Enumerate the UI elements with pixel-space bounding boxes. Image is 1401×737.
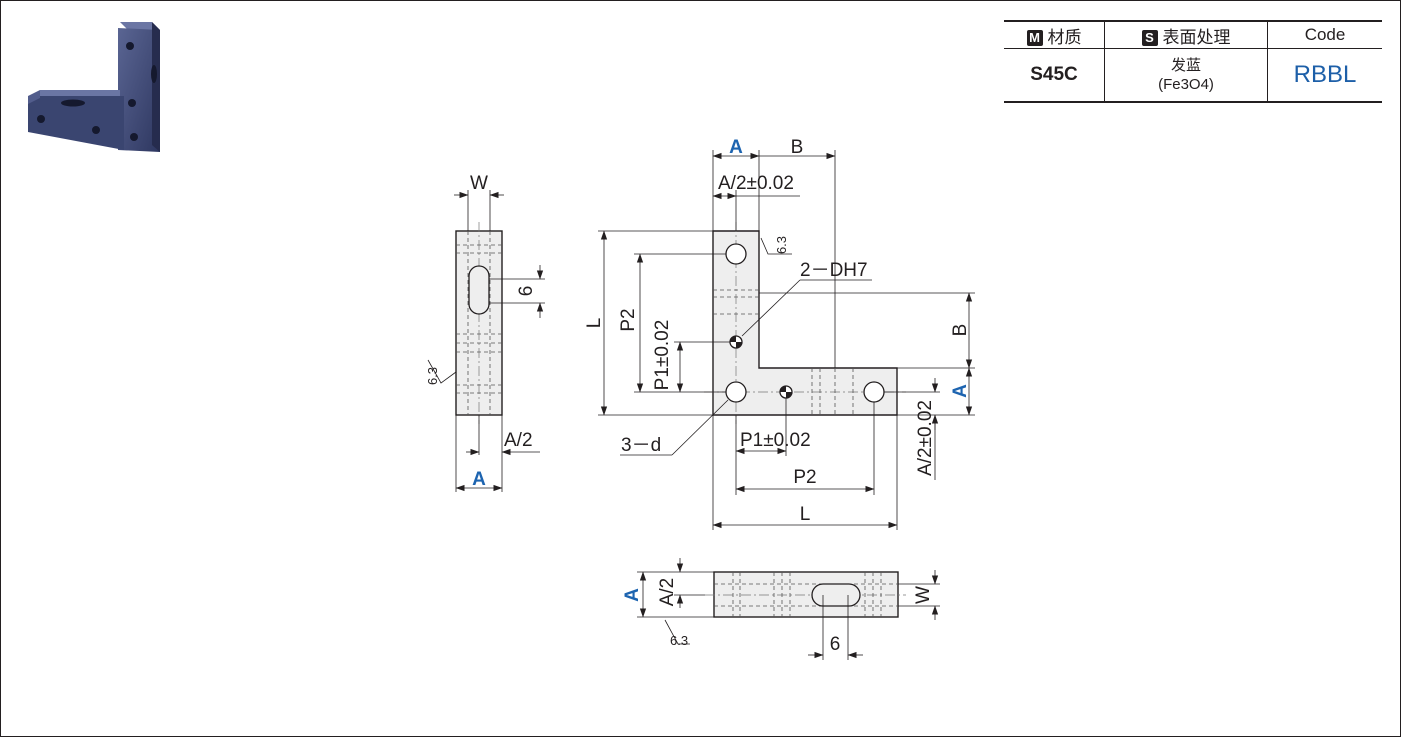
bottom-a-label: A (622, 588, 643, 602)
front-l-bottom: L (800, 504, 811, 525)
front-p1-bottom: P1±0.02 (740, 430, 811, 451)
material-tag-icon: M (1026, 29, 1043, 46)
front-view: A B A/2±0.02 6.3 2－DH7 L P2 P1±0.02 B (584, 137, 975, 530)
front-p1-vertical: P1±0.02 (652, 320, 673, 391)
front-a-half-tol-right: A/2±0.02 (915, 400, 936, 476)
surface-value: 发蓝 (Fe3O4) (1104, 48, 1268, 103)
front-b-label: B (791, 137, 804, 158)
bottom-a-half-label: A/2 (657, 578, 678, 607)
side-a-half-label: A/2 (504, 430, 533, 451)
side-a-label: A (472, 469, 486, 490)
bottom-roughness: 6.3 (670, 633, 688, 648)
front-l-vertical: L (584, 318, 605, 329)
through-holes-label: 3－d (621, 435, 661, 456)
dowel-hole-label: 2－DH7 (800, 260, 868, 281)
code-value: RBBL (1267, 48, 1382, 103)
front-a-label: A (729, 137, 743, 158)
side-w-label: W (470, 173, 488, 194)
header-code: Code (1267, 20, 1382, 49)
front-a-right: A (950, 384, 971, 398)
front-p2-bottom: P2 (793, 467, 816, 488)
front-a-half-tol: A/2±0.02 (718, 173, 794, 194)
side-slot-label: 6 (516, 286, 537, 297)
bottom-slot-label: 6 (830, 634, 841, 655)
side-roughness: 6.3 (425, 367, 440, 385)
surface-tag-icon: S (1141, 29, 1158, 46)
front-roughness: 6.3 (774, 236, 789, 254)
bottom-view: A A/2 6.3 W 6 (622, 558, 940, 660)
side-view: W 6 6.3 A/2 A (425, 173, 545, 492)
material-value: S45C (1004, 48, 1105, 103)
front-p2-vertical: P2 (618, 308, 639, 331)
bottom-w-label: W (913, 586, 934, 604)
product-image (28, 22, 160, 152)
front-b-right: B (950, 324, 971, 337)
